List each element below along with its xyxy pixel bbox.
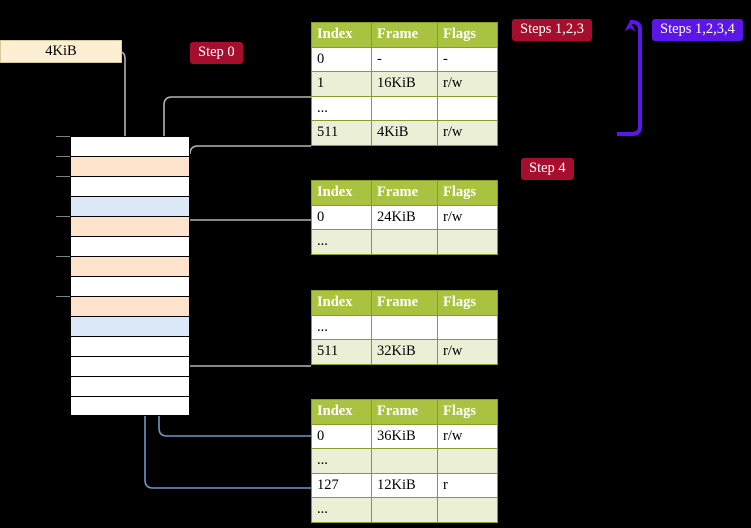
badge-step-0: Step 0: [190, 42, 243, 64]
cell-frame: 16KiB: [371, 71, 438, 97]
column-header-flags: Flags: [437, 290, 498, 316]
cell-flags: [437, 229, 498, 255]
memory-frame-11: [70, 356, 190, 376]
wire-l4-511-to-memory: [182, 145, 311, 155]
cell-frame: [371, 448, 438, 474]
memory-frame-6: [70, 256, 190, 276]
cell-frame: 24KiB: [371, 204, 438, 230]
cell-index: 0: [311, 204, 372, 230]
memory-frame-12: [70, 376, 190, 396]
column-header-flags: Flags: [437, 399, 498, 425]
cell-frame: 36KiB: [371, 423, 438, 449]
column-header-frame: Frame: [371, 180, 438, 206]
physical-memory-column: [56, 136, 190, 416]
column-header-index: Index: [311, 290, 372, 316]
memory-tick-0: [56, 136, 70, 137]
wire-l3-to-memory: [177, 219, 311, 256]
cell-frame: [371, 314, 438, 340]
column-header-frame: Frame: [371, 290, 438, 316]
column-header-flags: Flags: [437, 180, 498, 206]
badge-steps-1234-label: Steps 1,2,3,4: [660, 21, 735, 37]
cell-flags: r/w: [437, 71, 498, 97]
cell-index: ...: [311, 497, 372, 523]
cell-frame: [371, 229, 438, 255]
cell-flags: r/w: [437, 339, 498, 365]
cell-flags: r/w: [437, 204, 498, 230]
cell-frame: -: [371, 46, 438, 72]
cell-flags: r/w: [437, 120, 498, 146]
frame-size-box: 4KiB: [0, 40, 122, 63]
wire-memory-to-l2: [170, 308, 311, 367]
cell-index: 511: [311, 120, 372, 146]
cell-index: 0: [311, 423, 372, 449]
memory-frame-10: [70, 336, 190, 356]
cell-index: ...: [311, 448, 372, 474]
cell-frame: [371, 95, 438, 121]
memory-tick-4: [56, 216, 70, 217]
cell-frame: 12KiB: [371, 472, 438, 498]
cell-flags: r: [437, 472, 498, 498]
memory-frame-8: [70, 296, 190, 316]
badge-steps-123-label: Steps 1,2,3: [520, 21, 585, 37]
table-row: ...: [311, 448, 498, 474]
cell-index: ...: [311, 314, 372, 340]
cell-flags: -: [437, 46, 498, 72]
table-row: 0--: [311, 46, 498, 72]
cell-index: 127: [311, 472, 372, 498]
memory-tick-2: [56, 176, 70, 177]
column-header-frame: Frame: [371, 399, 438, 425]
badge-steps-1234: Steps 1,2,3,4: [652, 19, 743, 41]
memory-tick-1: [56, 156, 70, 157]
cell-index: 0: [311, 46, 372, 72]
memory-frame-4: [70, 216, 190, 236]
memory-frame-7: [70, 276, 190, 296]
memory-frame-0: [70, 136, 190, 156]
badge-step-4-label: Step 4: [529, 160, 566, 176]
badge-step-0-label: Step 0: [198, 44, 235, 60]
cell-index: 1: [311, 71, 372, 97]
cell-frame: [371, 497, 438, 523]
memory-frame-9: [70, 316, 190, 336]
memory-frame-3: [70, 196, 190, 216]
column-header-flags: Flags: [437, 22, 498, 48]
cell-frame: 32KiB: [371, 339, 438, 365]
purple-bracket-arrow: [617, 20, 642, 136]
column-header-frame: Frame: [371, 22, 438, 48]
table-row: ...: [311, 314, 498, 340]
table-row: ...: [311, 229, 498, 255]
cell-index: ...: [311, 95, 372, 121]
badge-steps-123: Steps 1,2,3: [512, 19, 593, 41]
column-header-index: Index: [311, 22, 372, 48]
cell-index: 511: [311, 339, 372, 365]
memory-frame-13: [70, 396, 190, 416]
frame-size-label: 4KiB: [45, 43, 77, 59]
cell-frame: 4KiB: [371, 120, 438, 146]
memory-tick-8: [56, 296, 70, 297]
cell-flags: r/w: [437, 423, 498, 449]
cell-flags: [437, 314, 498, 340]
cell-flags: [437, 448, 498, 474]
memory-frame-5: [70, 236, 190, 256]
memory-frame-1: [70, 156, 190, 176]
column-header-index: Index: [311, 399, 372, 425]
memory-tick-6: [56, 256, 70, 257]
cell-index: ...: [311, 229, 372, 255]
table-row: ...: [311, 95, 498, 121]
table-row: ...: [311, 497, 498, 523]
badge-step-4: Step 4: [521, 158, 574, 180]
column-header-index: Index: [311, 180, 372, 206]
cell-flags: [437, 95, 498, 121]
cell-flags: [437, 497, 498, 523]
memory-frame-2: [70, 176, 190, 196]
